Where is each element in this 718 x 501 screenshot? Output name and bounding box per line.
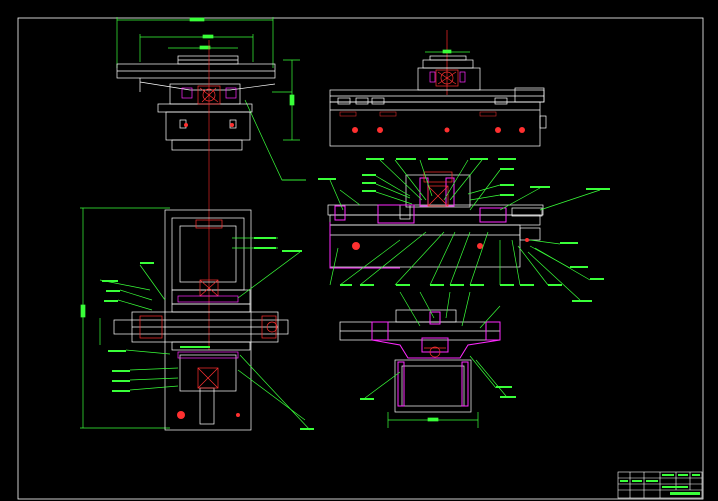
sheet-border xyxy=(17,17,704,500)
lower-right-section-view xyxy=(339,291,516,428)
right-front-elevation-view xyxy=(329,30,547,147)
title-block xyxy=(617,471,703,499)
top-elevation-view xyxy=(116,17,306,181)
right-section-view xyxy=(318,158,610,302)
left-plan-view xyxy=(80,207,314,431)
